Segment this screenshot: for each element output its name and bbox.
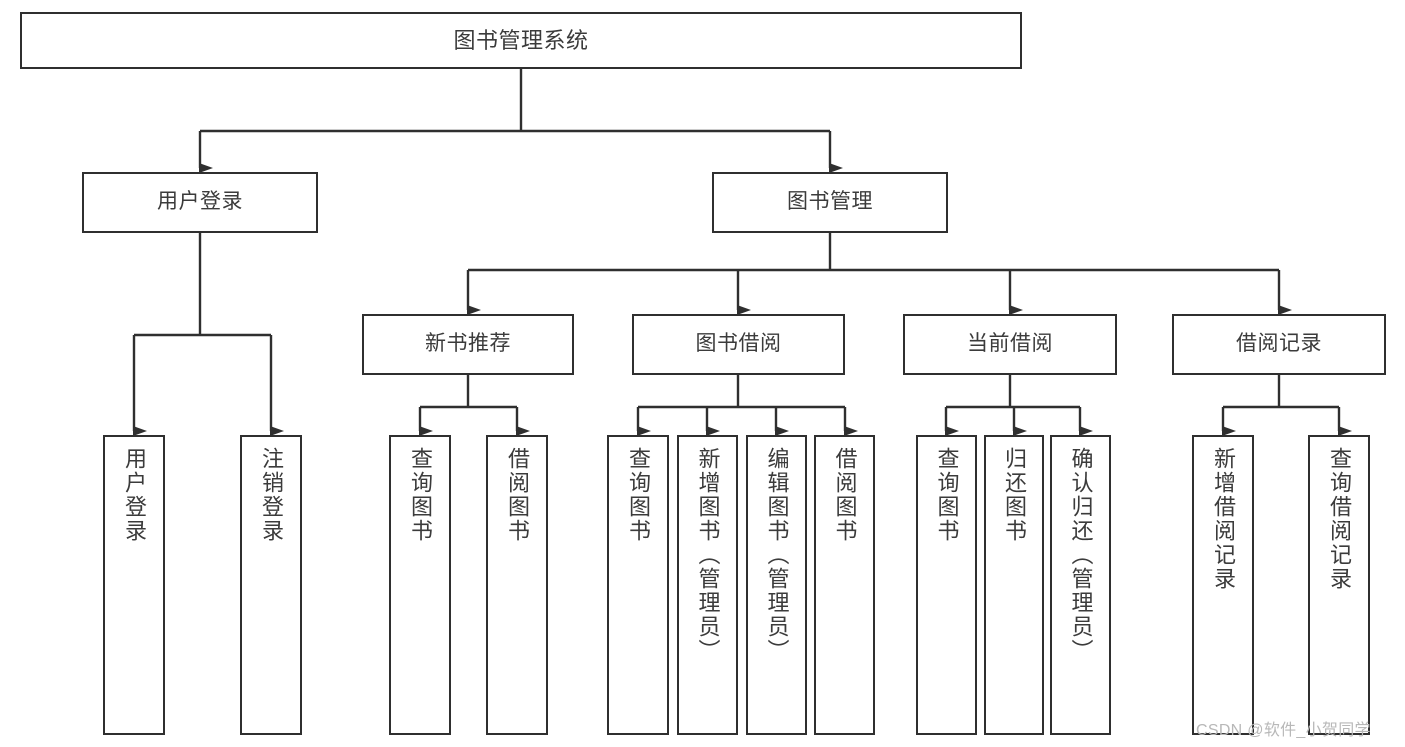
- leaf-query-borrow-record[interactable]: 查询借阅记录: [1308, 435, 1370, 735]
- node-label: 图书管理系统: [453, 27, 589, 53]
- node-label: 新增图书（管理员）: [695, 447, 721, 663]
- csdn-watermark: CSDN @软件_小贺同学: [1196, 722, 1371, 739]
- leaf-return-book[interactable]: 归还图书: [984, 435, 1044, 735]
- node-book-borrow[interactable]: 图书借阅: [632, 314, 845, 375]
- node-borrow-record[interactable]: 借阅记录: [1172, 314, 1386, 375]
- node-label: 查询借阅记录: [1327, 447, 1352, 591]
- node-label: 用户登录: [122, 447, 147, 543]
- leaf-query-book-recommend[interactable]: 查询图书: [389, 435, 451, 735]
- node-root-system[interactable]: 图书管理系统: [20, 12, 1022, 69]
- leaf-borrow-book[interactable]: 借阅图书: [814, 435, 875, 735]
- leaf-logout-login[interactable]: 注销登录: [240, 435, 302, 735]
- node-label: 查询图书: [626, 447, 651, 543]
- node-label: 当前借阅: [967, 332, 1053, 356]
- node-label: 借阅图书: [505, 447, 530, 543]
- node-label: 查询图书: [408, 447, 433, 543]
- node-book-management[interactable]: 图书管理: [712, 172, 948, 233]
- leaf-query-book-current[interactable]: 查询图书: [916, 435, 977, 735]
- node-current-borrow[interactable]: 当前借阅: [903, 314, 1117, 375]
- leaf-edit-book-admin[interactable]: 编辑图书（管理员）: [746, 435, 807, 735]
- leaf-query-book-borrow[interactable]: 查询图书: [607, 435, 669, 735]
- node-label: 借阅记录: [1236, 332, 1322, 356]
- node-user-login[interactable]: 用户登录: [82, 172, 318, 233]
- leaf-add-book-admin[interactable]: 新增图书（管理员）: [677, 435, 738, 735]
- leaf-confirm-return-admin[interactable]: 确认归还（管理员）: [1050, 435, 1111, 735]
- leaf-borrow-book-recommend[interactable]: 借阅图书: [486, 435, 548, 735]
- leaf-add-borrow-record[interactable]: 新增借阅记录: [1192, 435, 1254, 735]
- leaf-user-login[interactable]: 用户登录: [103, 435, 165, 735]
- node-label: 注销登录: [259, 447, 284, 543]
- node-label: 借阅图书: [832, 447, 858, 543]
- node-label: 确认归还（管理员）: [1068, 447, 1094, 663]
- node-new-book-recommend[interactable]: 新书推荐: [362, 314, 574, 375]
- node-label: 归还图书: [1002, 447, 1027, 543]
- node-label: 查询图书: [934, 447, 960, 543]
- node-label: 图书借阅: [695, 332, 782, 356]
- node-label: 新书推荐: [425, 332, 511, 356]
- node-label: 图书管理: [787, 190, 873, 214]
- node-label: 新增借阅记录: [1211, 447, 1236, 591]
- node-label: 用户登录: [157, 190, 243, 214]
- node-label: 编辑图书（管理员）: [764, 447, 790, 663]
